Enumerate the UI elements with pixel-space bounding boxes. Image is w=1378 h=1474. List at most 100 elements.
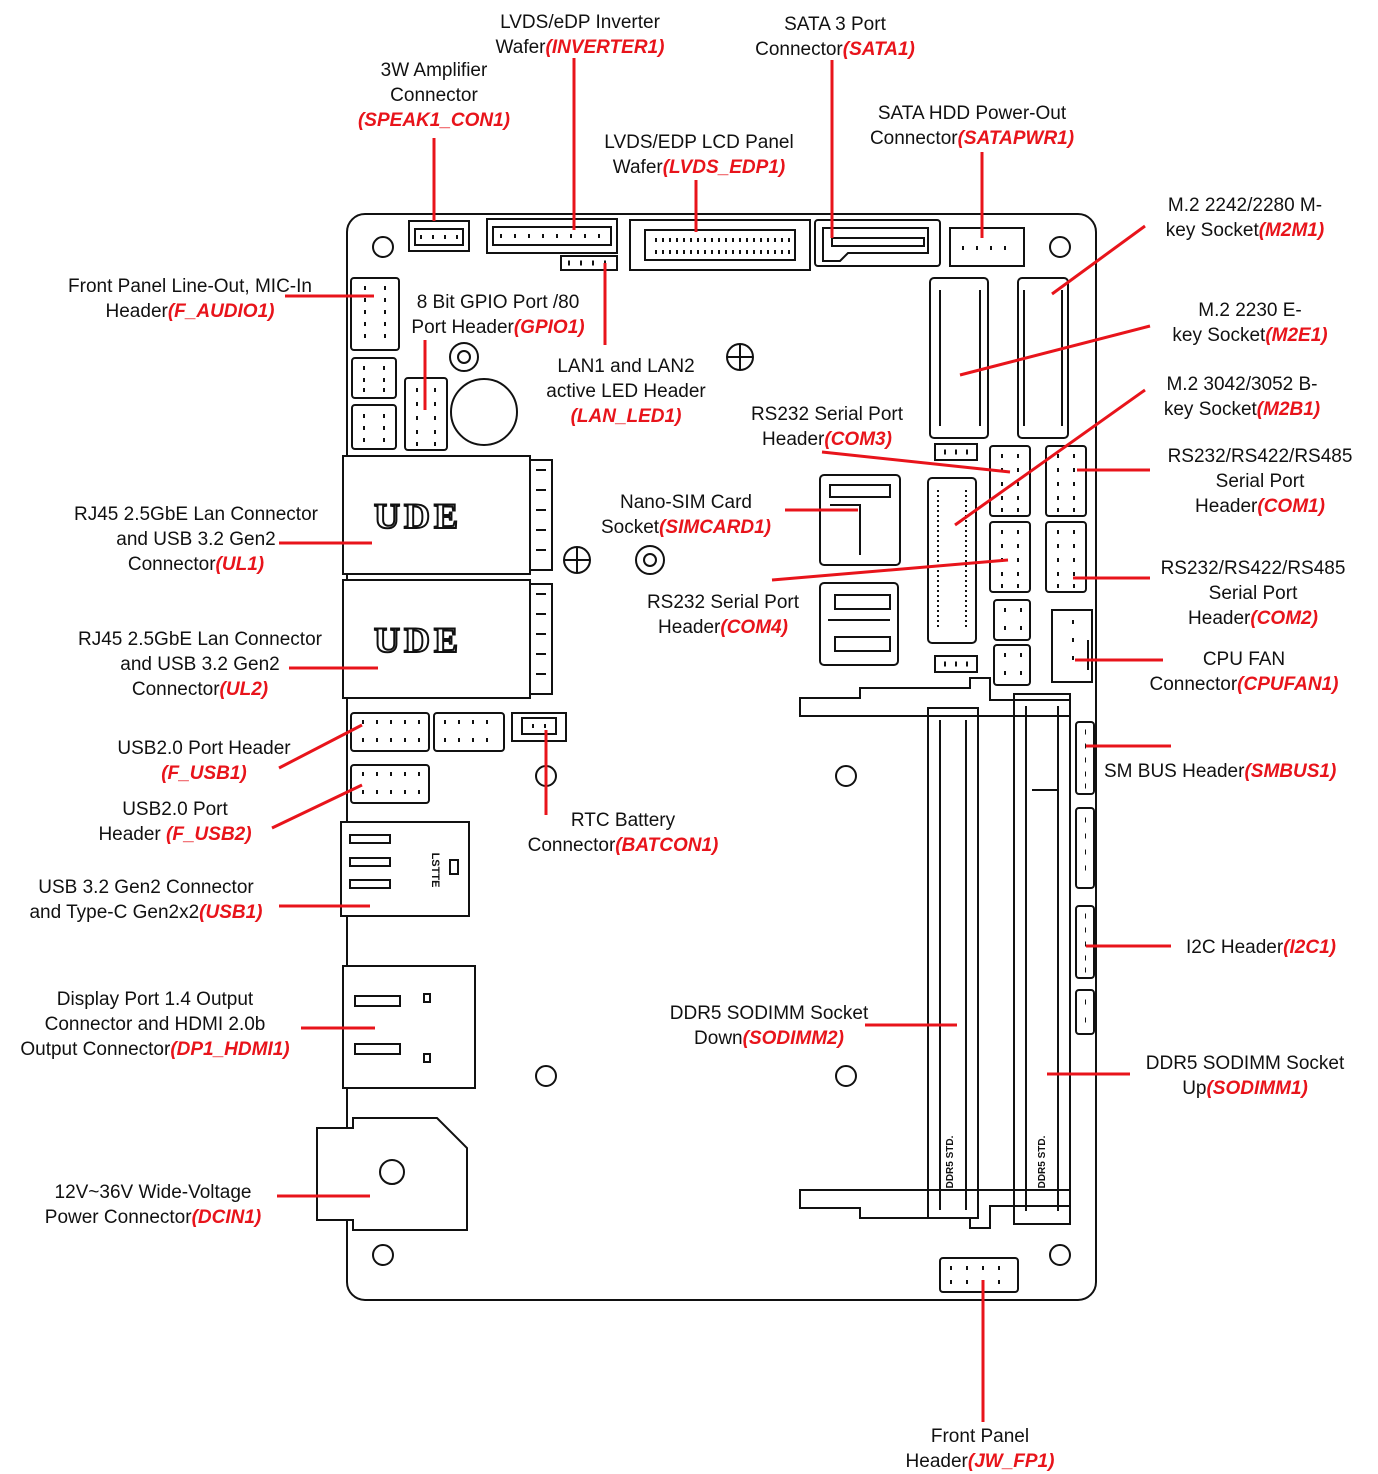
label-lan-led1: LAN1 and LAN2 active LED Header (LAN_LED… [528,354,724,429]
m2b1-socket [927,477,977,644]
label-satapwr1-line1: SATA HDD Power-Out [877,103,1067,124]
label-m2e1-line1: M.2 2230 E- [1198,300,1302,321]
leader-com3 [821,450,1011,474]
leader-m2b1 [954,388,1146,527]
label-sata1-line2: Connector [755,39,843,60]
label-f-usb1-ref: (F_USB1) [161,763,247,784]
label-gpio1-ref: (GPIO1) [513,317,585,338]
label-dp1-hdmi1: Display Port 1.4 Output Connector and HD… [4,987,306,1062]
label-ul2-line1: RJ45 2.5GbE Lan Connector [78,629,322,650]
label-inverter1: LVDS/eDP Inverter Wafer(INVERTER1) [470,10,690,60]
label-gpio1-line2: Port Header [411,317,514,338]
label-speak1-line2: Connector [390,85,478,106]
extra-headers [993,599,1031,686]
lower-side-header [1075,989,1095,1035]
com2-header [1045,521,1087,593]
label-dp1-hdmi1-ref: (DP1_HDMI1) [170,1039,290,1060]
label-simcard1-line1: Nano-SIM Card [620,492,752,513]
label-jw-fp1: Front Panel Header(JW_FP1) [880,1424,1080,1474]
label-inverter1-ref: (INVERTER1) [545,37,665,58]
label-m2m1-line2: key Socket [1165,220,1259,241]
label-simcard1-ref: (SIMCARD1) [659,517,771,538]
label-com1-ref: (COM1) [1257,496,1325,517]
leader-m2e1 [959,324,1151,377]
label-ul2: RJ45 2.5GbE Lan Connector and USB 3.2 Ge… [50,627,350,702]
sd-socket [819,582,899,666]
label-lan-led1-ref: (LAN_LED1) [570,406,682,427]
inverter1-connector [486,218,618,254]
label-lvds-edp1: LVDS/EDP LCD Panel Wafer(LVDS_EDP1) [586,130,812,180]
label-lvds-edp1-ref: (LVDS_EDP1) [662,157,786,178]
label-lvds-edp1-line1: LVDS/EDP LCD Panel [604,132,794,153]
i2c1-header [1075,905,1095,979]
label-f-usb1-line1: USB2.0 Port Header [117,738,291,759]
label-simcard1-line2: Socket [601,517,660,538]
label-f-usb2: USB2.0 Port Header (F_USB2) [80,797,270,847]
label-f-usb1: USB2.0 Port Header (F_USB1) [94,736,314,786]
label-sodimm2: DDR5 SODIMM Socket Down(SODIMM2) [664,1001,874,1051]
label-f-audio1: Front Panel Line-Out, MIC-In Header(F_AU… [40,274,340,324]
standoffs [563,343,754,574]
label-com1-line3: Header [1195,496,1258,517]
sodimm2-socket [927,707,979,1219]
label-batcon1-line1: RTC Battery [570,810,676,831]
sodimm1-mark: DDR5 STD. [1037,1135,1048,1188]
label-satapwr1-ref: (SATAPWR1) [957,128,1075,149]
label-com3-line1: RS232 Serial Port [750,404,904,425]
mid-side-header [1075,807,1095,889]
label-f-audio1-ref: (F_AUDIO1) [167,301,275,322]
label-jw-fp1-ref: (JW_FP1) [967,1451,1055,1472]
label-sodimm1: DDR5 SODIMM Socket Up(SODIMM1) [1132,1051,1358,1101]
label-m2e1: M.2 2230 E- key Socket(M2E1) [1152,298,1348,348]
sodimm2-mark: DDR5 STD. [945,1135,956,1188]
label-com3-line2: Header [762,429,825,450]
label-i2c1: I2C Header(I2C1) [1186,935,1336,960]
leader-f-usb1 [278,723,363,770]
label-sodimm1-ref: (SODIMM1) [1206,1078,1308,1099]
label-dp1-hdmi1-line3: Output Connector [20,1039,171,1060]
label-inverter1-line2: Wafer [495,37,546,58]
label-speak1-ref: (SPEAK1_CON1) [357,110,511,131]
second-usb-header [433,712,505,752]
cpufan1-connector [1051,609,1093,683]
label-sodimm2-line2: Down [694,1028,743,1049]
label-com2-line1: RS232/RS422/RS485 [1160,558,1346,579]
label-lan-led1-line1: LAN1 and LAN2 [557,356,695,377]
leader-f-usb2 [271,783,363,830]
label-com2-line2: Serial Port [1208,583,1298,604]
label-i2c1-line1: I2C Header [1186,937,1284,958]
label-m2b1-line2: key Socket [1163,399,1257,420]
label-sodimm1-line1: DDR5 SODIMM Socket [1145,1053,1345,1074]
label-satapwr1-line2: Connector [869,128,958,149]
label-sata1-ref: (SATA1) [842,39,915,60]
leader-com4 [771,558,1009,582]
label-i2c1-ref: (I2C1) [1283,937,1336,958]
label-jw-fp1-line1: Front Panel [930,1426,1030,1447]
speak1-connector [408,220,470,252]
com3-header [989,445,1031,517]
label-ul2-line3: Connector [131,679,220,700]
label-sata1: SATA 3 Port Connector(SATA1) [735,12,935,62]
label-inverter1-line1: LVDS/eDP Inverter [500,12,660,33]
label-cpufan1: CPU FAN Connector(CPUFAN1) [1132,647,1356,697]
label-com3-ref: (COM3) [824,429,892,450]
label-m2b1: M.2 3042/3052 B- key Socket(M2B1) [1142,372,1342,422]
satapwr1-connector [949,227,1025,267]
label-speak1: 3W Amplifier Connector (SPEAK1_CON1) [334,58,534,133]
label-dcin1-line1: 12V~36V Wide-Voltage [54,1182,252,1203]
label-batcon1-line2: Connector [527,835,616,856]
smbus1-header [1075,721,1095,795]
label-sodimm2-line1: DDR5 SODIMM Socket [669,1003,869,1024]
label-lvds-edp1-line2: Wafer [612,157,663,178]
label-cpufan1-line1: CPU FAN [1202,649,1286,670]
label-speak1-line1: 3W Amplifier [380,60,488,81]
label-usb1: USB 3.2 Gen2 Connector and Type-C Gen2x2… [8,875,284,925]
label-f-usb2-line2: Header [98,824,167,845]
leader-m2m1 [1051,224,1146,296]
batcon1-connector [511,712,567,742]
label-com2-line3: Header [1188,608,1251,629]
label-ul1-ref: (UL1) [215,554,265,575]
label-batcon1: RTC Battery Connector(BATCON1) [512,808,734,858]
ul1-connector [342,455,553,575]
